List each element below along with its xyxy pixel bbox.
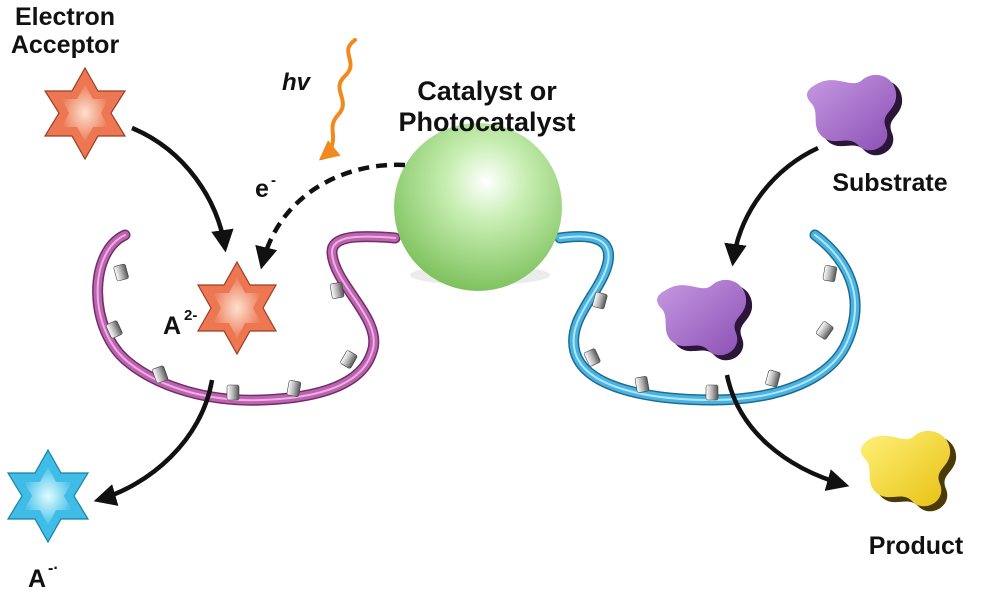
right-strand bbox=[554, 229, 861, 406]
acceptor-arrow bbox=[131, 125, 234, 253]
product-blob-icon bbox=[860, 430, 957, 512]
peg bbox=[286, 380, 302, 397]
a2-label: A bbox=[163, 312, 181, 340]
catalyst-label-line2: Photocatalyst bbox=[398, 107, 575, 137]
hv-label: hv bbox=[282, 69, 312, 96]
catalyst-label-line1: Catalyst or bbox=[417, 76, 557, 106]
peg bbox=[152, 365, 169, 384]
electron-label: e bbox=[255, 175, 269, 203]
left-strand bbox=[92, 229, 401, 406]
substrate-label: Substrate bbox=[832, 169, 947, 197]
peg bbox=[634, 376, 650, 393]
peg bbox=[329, 282, 345, 299]
peg bbox=[583, 348, 601, 367]
electron-transfer-arrow bbox=[255, 162, 406, 270]
peg bbox=[765, 369, 781, 388]
peg bbox=[105, 320, 123, 339]
peg bbox=[705, 384, 719, 401]
product-arrow bbox=[724, 374, 850, 491]
a-radical-label-sup: -· bbox=[48, 560, 59, 577]
electron-label-sup: - bbox=[271, 172, 276, 189]
peg bbox=[226, 384, 240, 401]
electron-acceptor-label-line1: Electron bbox=[15, 3, 115, 31]
right-strand-pegs bbox=[583, 265, 838, 401]
bound-substrate-blob-icon bbox=[657, 279, 753, 361]
substrate-blob-icon bbox=[806, 74, 903, 156]
peg bbox=[822, 265, 838, 282]
a2-label-sup: 2- bbox=[184, 307, 197, 324]
peg bbox=[113, 263, 129, 282]
peg bbox=[815, 321, 834, 340]
catalyst-sphere-icon bbox=[394, 123, 562, 291]
left-strand-pegs bbox=[105, 263, 358, 401]
a2-star-icon bbox=[196, 260, 278, 356]
product-label: Product bbox=[869, 532, 964, 560]
reduced-star-icon bbox=[6, 448, 90, 544]
light-wave-icon bbox=[318, 38, 357, 161]
peg bbox=[340, 350, 358, 369]
release-arrow bbox=[93, 379, 215, 506]
electron-acceptor-label-line2: Acceptor bbox=[11, 31, 120, 59]
peg bbox=[592, 291, 608, 310]
a-radical-label: A bbox=[28, 565, 46, 593]
substrate-arrow bbox=[724, 145, 819, 267]
six-point-star-icon bbox=[43, 66, 127, 161]
